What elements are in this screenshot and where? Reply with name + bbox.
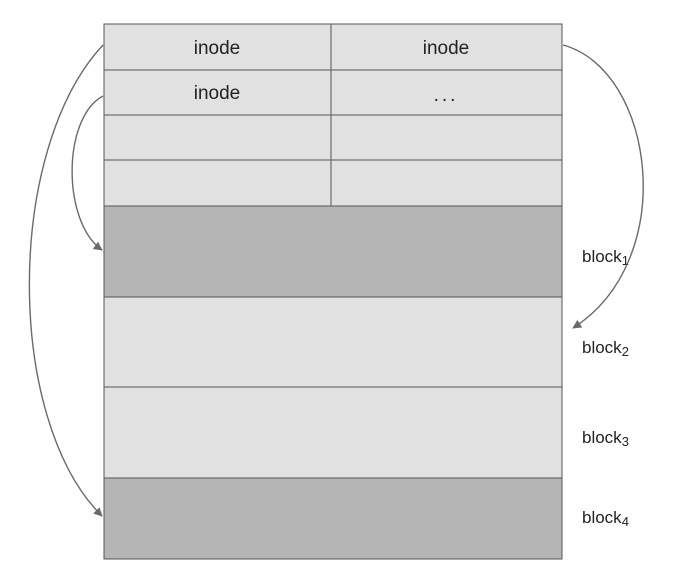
inode-cell-r4-c2	[330, 159, 563, 207]
arrow-inode-r1c2-to-block-2	[562, 44, 644, 329]
block-2-label: block2	[582, 338, 629, 359]
inode-cell-r3-c2	[330, 114, 563, 161]
inode-label-r2-c1: inode	[194, 83, 241, 104]
inode-label-r1-c1: inode	[194, 38, 241, 59]
arrow-inode-r1-to-block-4	[28, 44, 104, 517]
inode-cell-r1-c1	[103, 23, 332, 71]
inode-cell-r3-c1	[103, 114, 332, 161]
inode-cell-r2-c2	[330, 69, 563, 116]
block-labels: block1 block2 block3 block4	[582, 247, 629, 529]
block-1-label: block1	[582, 247, 629, 268]
block-3	[103, 386, 563, 479]
block-3-label: block3	[582, 428, 629, 449]
inode-cell-r2-c1	[103, 69, 332, 116]
block-2	[103, 296, 563, 388]
pointer-arrows	[28, 44, 644, 517]
inode-label-r1-c2: inode	[423, 38, 470, 59]
inode-cell-r1-c2	[330, 23, 563, 71]
arrow-inode-r2-to-block-1	[71, 95, 104, 251]
block-1	[103, 205, 563, 298]
block-area	[103, 205, 563, 560]
ellipsis-label: ...	[434, 85, 459, 106]
block-4	[103, 477, 563, 560]
inode-cell-r4-c1	[103, 159, 332, 207]
inode-table: inode inode inode ...	[103, 23, 563, 207]
block-4-label: block4	[582, 508, 629, 529]
